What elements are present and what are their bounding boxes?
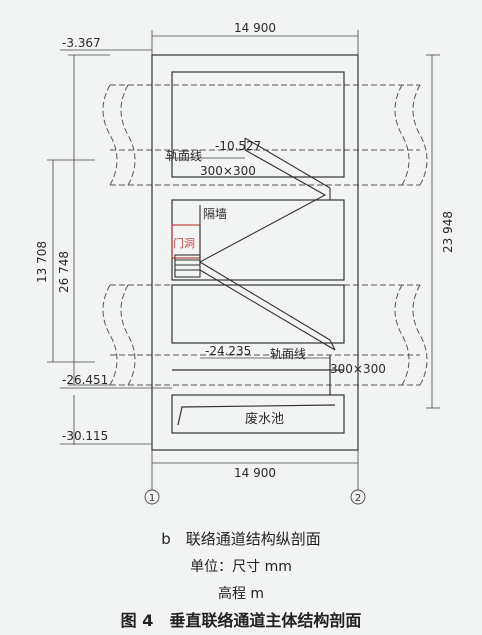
elevation-bottom: -30.115 <box>62 429 108 443</box>
shaft-structure <box>151 54 359 451</box>
top-width-dimension: 14 900 <box>234 21 276 35</box>
figure-caption: 图 4 垂直联络通道主体结构剖面 <box>120 611 362 630</box>
elevation-top: -3.367 <box>62 36 101 50</box>
right-height-dimension: 23 948 <box>441 211 455 253</box>
partition-wall-label: 隔墙 <box>203 207 227 221</box>
unit-size-note: 单位：尺寸 mm <box>190 559 292 575</box>
left-inner-height-dimension: 13 708 <box>35 241 49 283</box>
rail-surface-label-lower: 轨面线 <box>270 347 306 361</box>
stairs <box>171 137 336 351</box>
section-subtitle: b 联络通道结构纵剖面 <box>161 530 321 548</box>
axis-2-label: 2 <box>355 493 361 504</box>
left-outer-height-dimension: 26 748 <box>57 251 71 293</box>
rail-surface-label-upper: 轨面线 <box>166 149 202 163</box>
pipe-size-lower: 300×300 <box>330 362 386 376</box>
bottom-width-dimension: 14 900 <box>234 466 276 480</box>
elevation-rail-lower: -24.235 <box>205 344 251 358</box>
axis-markers <box>144 489 366 505</box>
dimension-lines <box>47 30 440 490</box>
axis-1-label: 1 <box>149 493 155 504</box>
unit-elevation-note: 高程 m <box>217 586 265 602</box>
waste-pool-label: 废水池 <box>245 411 284 427</box>
elevation-level-1: -26.451 <box>62 373 108 387</box>
elevation-rail-upper: -10.527 <box>215 139 261 153</box>
waste-pool-slope <box>177 404 336 426</box>
door-label: 门洞 <box>173 236 195 250</box>
elevation-markers <box>60 49 330 445</box>
pipe-size-upper: 300×300 <box>200 164 256 178</box>
